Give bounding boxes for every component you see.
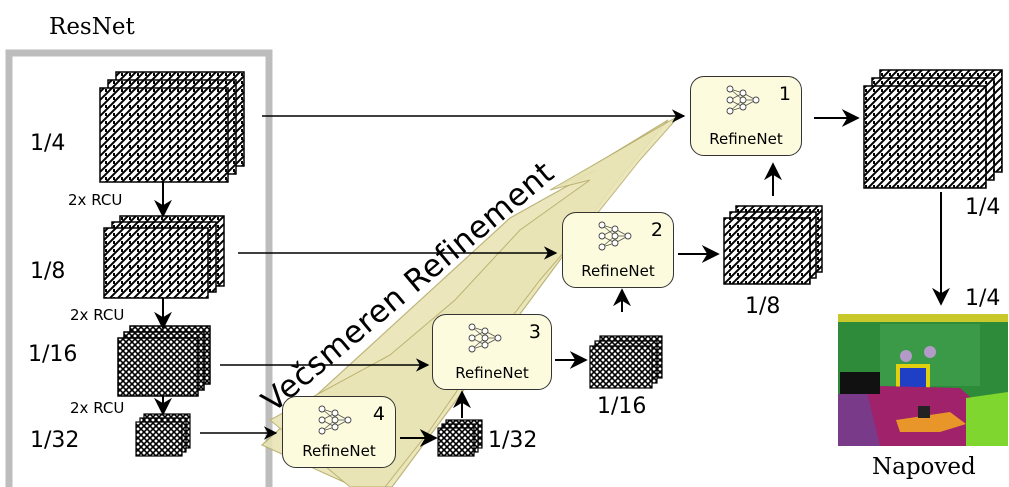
feature-map-1-8: [103, 215, 225, 299]
feature-map-1-32: [135, 413, 191, 457]
network-icon: [726, 85, 760, 115]
refinenet-block-2: 2 RefineNet: [562, 212, 674, 288]
prediction-segmentation: [838, 314, 1008, 446]
rcu-label-3: 2x RCU: [70, 399, 125, 417]
refinenet-label: RefineNet: [709, 130, 783, 148]
refinenet-label: RefineNet: [581, 262, 655, 280]
multipath-arrow-shaft: [269, 114, 681, 487]
feature-map-1-4: [99, 71, 245, 183]
output-label-1-32: 1/32: [488, 428, 538, 453]
rcu-label-2: 2x RCU: [70, 306, 125, 324]
refinenet-number: 4: [372, 403, 385, 425]
scale-label-1-8: 1/8: [30, 259, 66, 284]
output-label-1-8: 1/8: [745, 294, 781, 319]
refinenet-label: RefineNet: [455, 364, 529, 382]
prediction-label: Napoved: [872, 454, 976, 480]
refinenet-block-4: 4 RefineNet: [282, 396, 396, 468]
refinenet-block-1: 1 RefineNet: [690, 76, 802, 156]
scale-label-1-16: 1/16: [28, 342, 78, 367]
refine-output-1-16: [589, 335, 663, 389]
network-icon: [468, 323, 502, 353]
refinenet-block-3: 3 RefineNet: [432, 314, 552, 390]
resnet-frame: [5, 49, 273, 487]
refinenet-number: 1: [778, 83, 791, 105]
network-icon: [598, 221, 632, 251]
scale-label-1-4: 1/4: [30, 131, 66, 156]
network-icon: [318, 405, 352, 435]
feature-map-1-16: [117, 325, 211, 397]
output-label-1-16: 1/16: [597, 394, 647, 419]
refine-output-1-4: [863, 69, 1003, 189]
refinenet-number: 2: [650, 219, 663, 241]
refine-output-1-8: [723, 205, 823, 285]
rcu-label-1: 2x RCU: [68, 191, 123, 209]
refinenet-number: 3: [528, 321, 541, 343]
resnet-title: ResNet: [49, 14, 135, 40]
prediction-scale-label: 1/4: [965, 286, 1001, 311]
output-label-1-4: 1/4: [965, 195, 1001, 220]
refine-output-1-32: [437, 419, 483, 457]
scale-label-1-32: 1/32: [30, 428, 80, 453]
refinenet-label: RefineNet: [302, 442, 376, 460]
